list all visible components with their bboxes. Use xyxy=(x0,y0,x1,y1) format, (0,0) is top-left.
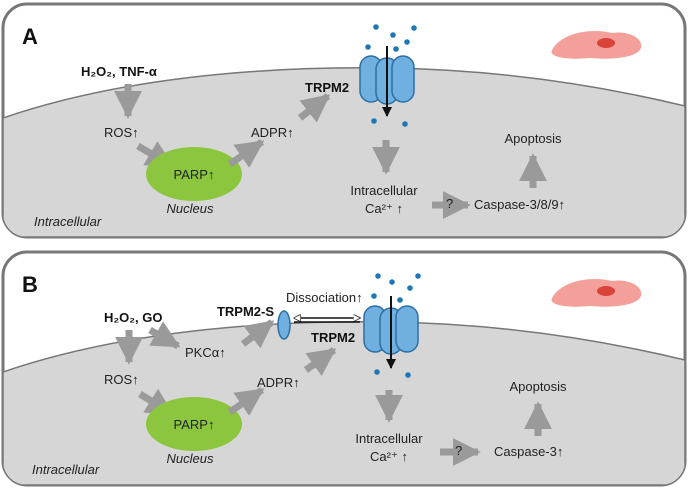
caspase-label: Caspase-3↑ xyxy=(494,444,563,459)
adpr-label: ADPR↑ xyxy=(251,125,294,140)
parp-label: PARP↑ xyxy=(174,167,215,182)
apoptosis-label: Apoptosis xyxy=(504,131,562,146)
calcium-label-line2: Ca²⁺ ↑ xyxy=(365,201,403,216)
adpr-label: ADPR↑ xyxy=(257,375,300,390)
intracellular-label: Intracellular xyxy=(32,462,100,477)
parp-label: PARP↑ xyxy=(174,417,215,432)
ros-label: ROS↑ xyxy=(104,372,139,387)
trpm2s-label: TRPM2-S xyxy=(217,304,274,319)
calcium-label-line1: Intracellular xyxy=(350,183,418,198)
arrow-parp-adpr xyxy=(228,139,265,168)
calcium-label-line2: Ca²⁺ ↑ xyxy=(370,449,408,464)
cell-membrane-b xyxy=(3,321,685,485)
nucleus-shape xyxy=(146,147,242,201)
dissociation-label: Dissociation↑ xyxy=(286,290,363,305)
nucleus-label: Nucleus xyxy=(167,451,214,466)
pkc-label: PKCα↑ xyxy=(185,345,226,360)
calcium-ions xyxy=(365,24,417,127)
cell-icon xyxy=(551,279,642,307)
cell-icon xyxy=(551,31,642,59)
caspase-label: Caspase-3/8/9↑ xyxy=(474,197,565,212)
trpm2-channel xyxy=(363,296,419,369)
trpm2-channel xyxy=(359,46,415,117)
nucleus-label: Nucleus xyxy=(167,201,214,216)
panel-b: B H₂O₂, GO PKCα↑ TRPM2-S Dissociation↑ R… xyxy=(1,250,687,487)
stimulus-label: H₂O₂, TNF-α xyxy=(81,64,157,79)
question-mark: ? xyxy=(446,196,453,211)
trpm2-label: TRPM2 xyxy=(305,80,349,95)
question-mark: ? xyxy=(455,443,462,458)
arrow-parp-adpr xyxy=(228,387,265,416)
arrow-pkc-trpm2s xyxy=(240,319,275,349)
trpm2s-protein xyxy=(277,310,291,340)
arrow-adpr-trpm2 xyxy=(303,347,337,377)
trpm2-label: TRPM2 xyxy=(311,330,355,345)
panel-b-letter: B xyxy=(22,272,38,297)
calcium-ions xyxy=(371,273,421,378)
calcium-label-line1: Intracellular xyxy=(355,431,423,446)
nucleus-shape xyxy=(146,397,242,451)
ros-label: ROS↑ xyxy=(104,125,139,140)
arrow-stimulus-pkc xyxy=(148,321,181,350)
arrow-adpr-trpm2 xyxy=(297,93,331,123)
stimulus-label: H₂O₂, GO xyxy=(104,310,163,325)
apoptosis-label: Apoptosis xyxy=(509,379,567,394)
intracellular-label: Intracellular xyxy=(34,214,102,229)
panel-a-letter: A xyxy=(22,24,38,49)
panel-a: A H₂O₂, TNF-α ROS↑ PARP↑ Nucleus ADPR↑ T… xyxy=(1,2,687,239)
